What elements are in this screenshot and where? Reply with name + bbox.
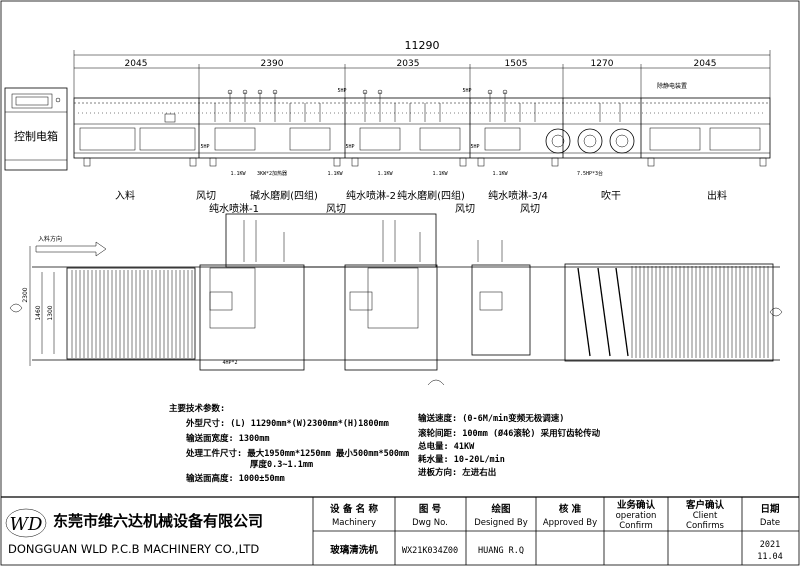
header-operation-cn: 业务确认 [617, 499, 656, 511]
header-machine-cn: 设 备 名 称 [330, 503, 378, 515]
header-approve-en: Approved By [543, 518, 597, 528]
section-dim-6: 2045 [694, 59, 717, 69]
station-label-infeed: 入料 [115, 189, 135, 202]
pump-tag-4: 5HP [337, 88, 346, 94]
control-cabinet-label: 控制电箱 [14, 129, 58, 143]
header-design-cn: 绘图 [491, 503, 510, 515]
header-dwg-en: Dwg No. [412, 518, 448, 528]
plan-dim-conveyor: 1300 [47, 305, 54, 320]
header-client-en2: Confirms [686, 521, 725, 531]
pump-tag-5: 5HP [462, 88, 471, 94]
spec-size: 外型尺寸: (L) 11290mm*(W)2300mm*(H)1800mm [185, 418, 389, 429]
section-dim-4: 1505 [505, 59, 528, 69]
pump-tag-3: 5HP [470, 144, 479, 150]
elevation-view [73, 89, 771, 167]
station-label-dry: 吹干 [601, 189, 621, 202]
spec-heading: 主要技术参数: [169, 403, 225, 414]
value-machine: 玻璃清洗机 [330, 544, 378, 556]
spec-width: 输送面宽度: 1300mm [186, 433, 269, 444]
header-design-en: Designed By [474, 518, 528, 528]
header-operation-en1: operation [616, 511, 657, 521]
spec-workpiece: 处理工件尺寸: 最大1950mm*1250mm 最小500mm*500mm [185, 448, 409, 459]
plan-view [9, 213, 783, 386]
title-block [1, 496, 799, 565]
value-date-md: 11.04 [757, 552, 783, 562]
header-machine-en: Machinery [332, 518, 376, 528]
section-dim-2: 2390 [261, 59, 284, 69]
section-dim-3: 2035 [397, 59, 420, 69]
motor-tag-3: 1.1KW [377, 171, 393, 177]
plan-dim-inner: 1460 [35, 305, 42, 320]
static-eliminator-tag: 除静电装置 [657, 82, 687, 90]
station-label-pure-brush: 纯水磨刷(四组) [397, 189, 465, 202]
spec-direction: 进板方向: 左进右出 [418, 467, 496, 478]
header-operation-en2: Confirm [619, 521, 653, 531]
station-label-outfeed: 出料 [707, 189, 727, 202]
pump-tag-2: 5HP [345, 144, 354, 150]
station-label-airknife-4: 风切 [520, 203, 540, 215]
section-dim-1: 2045 [125, 59, 148, 69]
spec-water: 耗水量: 10-20L/min [418, 454, 505, 465]
pump-tag-1: 5HP [200, 144, 209, 150]
company-name-en: DONGGUAN WLD P.C.B MACHINERY CO.,LTD [8, 542, 259, 556]
dimension-lines [73, 50, 771, 98]
heater-tag: 3KW*2加热器 [257, 170, 287, 177]
station-label-airknife-3: 风切 [455, 203, 475, 215]
station-label-airknife-2: 风切 [326, 203, 346, 215]
station-label-alkali-brush: 碱水磨刷(四组) [250, 189, 318, 202]
spec-roller: 滚轮间距: 100mm (Ø46滚轮) 采用钉齿轮传动 [418, 428, 601, 439]
header-approve-cn: 核 准 [559, 503, 582, 515]
station-label-spray-1: 纯水喷淋-1 [209, 202, 259, 215]
header-date-cn: 日期 [760, 503, 779, 515]
control-cabinet [4, 87, 68, 171]
company-name-cn: 东莞市维六达机械设备有限公司 [53, 512, 263, 530]
value-date-year: 2021 [760, 540, 780, 550]
specs-left: 主要技术参数: 外型尺寸: (L) 11290mm*(W)2300mm*(H)1… [169, 403, 409, 484]
motor-tag-1: 1.1KW [230, 171, 246, 177]
overall-length-label: 11290 [405, 39, 440, 52]
blower-tag: 7.5HP*3台 [577, 170, 603, 177]
station-label-spray-34: 纯水喷淋-3/4 [488, 189, 548, 202]
value-dwg-no: WX21K034Z00 [402, 546, 458, 556]
spec-power: 总电量: 41KW [418, 441, 475, 452]
spec-thickness: 厚度0.3~1.1mm [250, 459, 313, 470]
motor-tag-5: 1.1KW [492, 171, 508, 177]
spec-height: 输送面高度: 1000±50mm [186, 473, 285, 484]
header-client-en1: Client [693, 511, 718, 521]
motor-tag-4: 1.1KW [432, 171, 448, 177]
motor-tag-2: 1.1KW [327, 171, 343, 177]
section-dim-5: 1270 [591, 59, 614, 69]
header-date-en: Date [760, 518, 780, 528]
station-label-spray-2: 纯水喷淋-2 [346, 189, 396, 202]
specs-right: 输送速度: (0-6M/min变频无极调速) 滚轮间距: 100mm (Ø46滚… [418, 413, 601, 478]
spec-speed: 输送速度: (0-6M/min变频无极调速) [418, 413, 564, 424]
value-designer: HUANG R.Q [478, 546, 524, 556]
logo-text: WD [10, 514, 44, 535]
header-dwg-cn: 图 号 [419, 504, 442, 515]
plan-dim-width: 2300 [22, 287, 29, 302]
header-client-cn: 客户确认 [685, 499, 725, 511]
tank-tag: 4HP*2 [222, 360, 237, 366]
logo: WD [5, 508, 47, 538]
feed-direction-label: 入料方向 [38, 235, 62, 243]
station-label-airknife-1: 风切 [196, 190, 216, 202]
